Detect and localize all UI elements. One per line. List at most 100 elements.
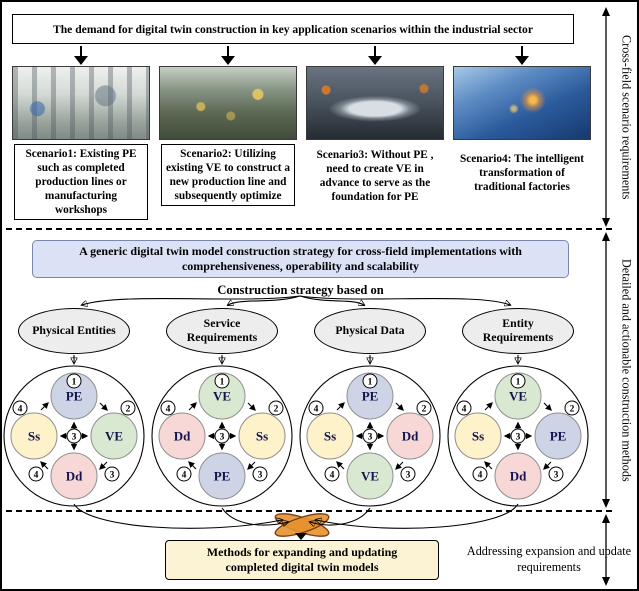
step-badge: 3 xyxy=(400,466,416,482)
svg-text:3: 3 xyxy=(110,470,115,480)
svg-text:3: 3 xyxy=(72,432,77,442)
scenario-4-photo xyxy=(453,66,591,140)
construction-cycle-2: VE Ss PE Dd 1 2 4 3 3 4 xyxy=(146,360,298,512)
node-left-label: Ss xyxy=(324,429,336,444)
svg-text:1: 1 xyxy=(368,377,373,387)
step-badge: 3 xyxy=(252,466,268,482)
construction-cycle-3: PE Dd VE Ss 1 2 4 3 3 4 xyxy=(294,360,446,512)
svg-text:2: 2 xyxy=(570,404,575,414)
step-badge: 4 xyxy=(308,400,324,416)
node-bottom xyxy=(198,452,246,500)
node-top-label: VE xyxy=(509,389,527,404)
down-arrow-icon xyxy=(367,46,383,65)
step-badge: 4 xyxy=(176,466,192,482)
section-divider xyxy=(6,510,612,512)
cycle-nodes: PE Dd VE Ss xyxy=(306,372,434,500)
down-arrow-icon xyxy=(73,46,89,65)
node-top xyxy=(346,372,394,420)
step-badge: 3 xyxy=(66,428,82,444)
node-right-label: PE xyxy=(550,429,567,444)
svg-text:1: 1 xyxy=(72,377,77,387)
cycle-nodes: VE Ss PE Dd xyxy=(158,372,286,500)
expansion-methods-box: Methods for expanding and updating compl… xyxy=(165,540,439,580)
scenario-4-caption: Scenario4: The intelligent transformatio… xyxy=(459,153,585,193)
node-left xyxy=(306,412,354,460)
node-right xyxy=(90,412,138,460)
svg-text:4: 4 xyxy=(18,404,23,414)
node-bottom xyxy=(494,452,542,500)
svg-text:2: 2 xyxy=(422,404,427,414)
node-right-label: VE xyxy=(105,429,123,444)
svg-text:4: 4 xyxy=(330,470,335,480)
svg-text:3: 3 xyxy=(406,470,411,480)
factor-ellipse-physical-entities: Physical Entities xyxy=(18,308,130,354)
side-label-cross-field: Cross-field scenario requirements xyxy=(619,34,634,200)
node-top xyxy=(494,372,542,420)
step-badge: 4 xyxy=(12,400,28,416)
step-badge: 2 xyxy=(120,400,136,416)
node-left xyxy=(454,412,502,460)
scenario-1-photo xyxy=(12,66,150,140)
side-label-construction-methods: Detailed and actionable construction met… xyxy=(619,258,634,482)
node-right-label: Dd xyxy=(402,429,419,444)
node-bottom-label: Dd xyxy=(66,469,83,484)
step-badge: 4 xyxy=(160,400,176,416)
node-bottom-label: VE xyxy=(361,469,379,484)
svg-text:4: 4 xyxy=(314,404,319,414)
svg-text:3: 3 xyxy=(554,470,559,480)
scenario-1-caption: Scenario1: Existing PE such as completed… xyxy=(14,144,148,220)
step-badge: 3 xyxy=(548,466,564,482)
step-badge: 3 xyxy=(214,428,230,444)
scenario-2-photo xyxy=(159,66,297,140)
node-top xyxy=(50,372,98,420)
node-right-label: Ss xyxy=(256,429,268,444)
svg-text:1: 1 xyxy=(516,377,521,387)
node-top-label: PE xyxy=(362,389,379,404)
svg-text:2: 2 xyxy=(126,404,131,414)
step-badge: 4 xyxy=(472,466,488,482)
node-bottom xyxy=(346,452,394,500)
step-badge: 3 xyxy=(362,428,378,444)
strategy-caption: Construction strategy based on xyxy=(217,283,384,297)
factor-ellipse-physical-data: Physical Data xyxy=(314,308,426,354)
section-range-arrow xyxy=(602,232,610,508)
cycle-arrows xyxy=(484,402,552,470)
step-badge: 2 xyxy=(268,400,284,416)
scenario-2-caption: Scenario2: Utilizing existing VE to cons… xyxy=(161,144,295,206)
step-badge: 1 xyxy=(214,373,230,389)
node-left-label: Ss xyxy=(472,429,484,444)
svg-text:4: 4 xyxy=(462,404,467,414)
demand-banner: The demand for digital twin construction… xyxy=(12,14,574,44)
svg-text:3: 3 xyxy=(220,432,225,442)
scenario-3-caption: Scenario3: Without PE , need to create V… xyxy=(316,149,434,203)
node-bottom-label: PE xyxy=(214,469,231,484)
node-bottom-label: Dd xyxy=(510,469,527,484)
step-badge: 2 xyxy=(564,400,580,416)
construction-cycle-4: VE PE Dd Ss 1 2 4 3 3 4 xyxy=(442,360,594,512)
step-badge: 1 xyxy=(66,373,82,389)
cycle-nodes: PE VE Dd Ss xyxy=(10,372,138,500)
node-left-label: Dd xyxy=(174,429,191,444)
side-label-expansion: Addressing expansion and update requirem… xyxy=(466,544,632,574)
svg-text:4: 4 xyxy=(478,470,483,480)
svg-text:3: 3 xyxy=(516,432,521,442)
section-range-arrow xyxy=(602,514,610,586)
svg-text:3: 3 xyxy=(258,470,263,480)
step-badge: 1 xyxy=(362,373,378,389)
step-badge: 4 xyxy=(456,400,472,416)
step-badge: 2 xyxy=(416,400,432,416)
svg-text:4: 4 xyxy=(182,470,187,480)
factor-ellipse-entity-requirements: Entity Requirements xyxy=(462,308,574,354)
cycle-nodes: VE PE Dd Ss xyxy=(454,372,582,500)
node-right xyxy=(386,412,434,460)
scenario-3-photo xyxy=(306,66,444,140)
step-badge: 3 xyxy=(104,466,120,482)
down-arrow-icon xyxy=(514,46,530,65)
construction-cycle-1: PE VE Dd Ss 1 2 4 3 3 4 xyxy=(2,360,150,512)
section-range-arrow xyxy=(602,7,610,227)
node-top xyxy=(198,372,246,420)
svg-text:3: 3 xyxy=(368,432,373,442)
node-right xyxy=(238,412,286,460)
down-arrow-icon xyxy=(220,46,236,65)
